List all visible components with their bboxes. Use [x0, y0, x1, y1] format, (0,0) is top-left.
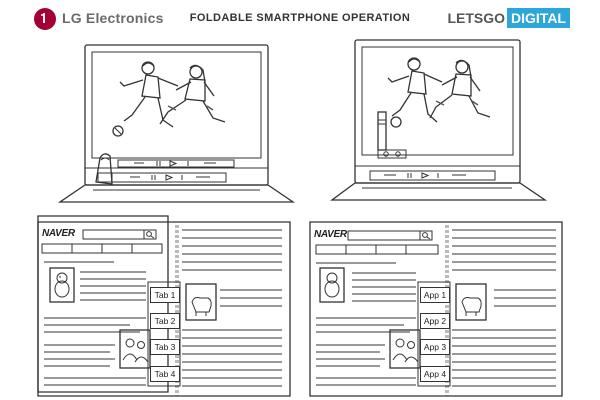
watermark-part1: LETSGO — [447, 10, 506, 26]
header: LG Electronics FOLDABLE SMARTPHONE OPERA… — [0, 0, 600, 34]
tab-2[interactable]: Tab 2 — [150, 313, 180, 329]
bottom-right-device — [309, 221, 563, 397]
app-3[interactable]: App 3 — [420, 339, 450, 355]
top-right-device — [330, 39, 548, 201]
tab-3[interactable]: Tab 3 — [150, 339, 180, 355]
media-controls — [134, 160, 216, 167]
letsgo-digital-logo: LETSGO DIGITAL — [447, 8, 570, 28]
soccer-players-left — [112, 61, 226, 137]
tab-4[interactable]: Tab 4 — [150, 366, 180, 382]
naver-logo-right: NAVER — [314, 229, 347, 240]
soccer-players-right — [387, 57, 491, 128]
app-1[interactable]: App 1 — [420, 287, 450, 303]
app-2[interactable]: App 2 — [420, 313, 450, 329]
watermark-part2: DIGITAL — [507, 8, 570, 28]
brand-name: LG Electronics — [62, 10, 164, 26]
tab-1[interactable]: Tab 1 — [150, 287, 180, 303]
naver-logo-left: NAVER — [42, 228, 75, 239]
top-left-device — [57, 44, 296, 203]
page-title: FOLDABLE SMARTPHONE OPERATION — [189, 12, 411, 24]
lg-logo-icon — [34, 8, 56, 30]
app-4[interactable]: App 4 — [420, 366, 450, 382]
